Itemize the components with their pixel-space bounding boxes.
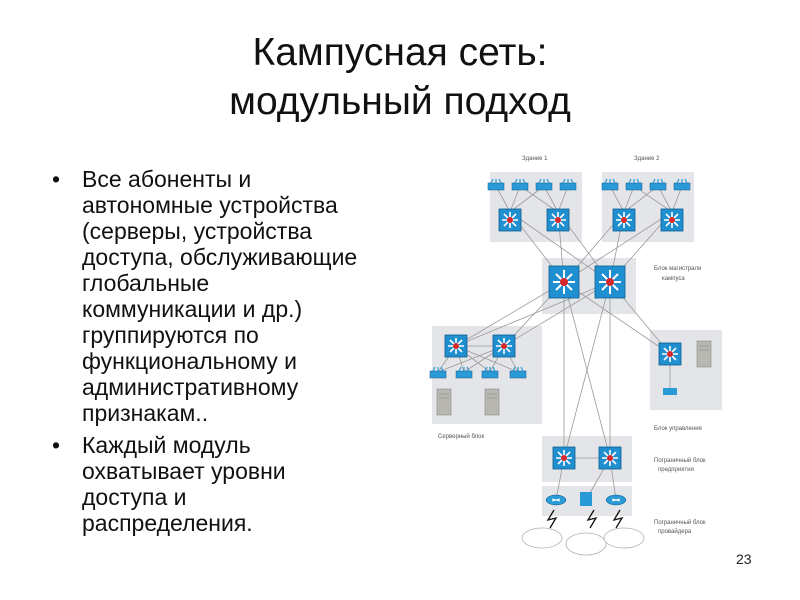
router-icon (545, 494, 567, 506)
label-provider-edge-1: Пограничный блок (654, 519, 706, 526)
management-device-icon (663, 388, 677, 395)
building-2-module (602, 172, 694, 242)
server-block-switch-icon (444, 334, 468, 358)
server-block-switch-icon (492, 334, 516, 358)
campus-network-diagram: Здание 1 Здание 2 Блок магистрали кампус… (429, 156, 722, 556)
title-line-1: Кампусная сеть: (252, 31, 548, 74)
core-switch-icon (594, 265, 626, 299)
bullet-dot-icon: • (52, 166, 61, 192)
edge-switch-icon (598, 446, 622, 470)
slide-title: Кампусная сеть: модульный подход (0, 28, 800, 126)
core-switch-icon (548, 265, 580, 299)
firewall-icon (580, 492, 592, 506)
building-1-switch-icon (498, 208, 522, 232)
label-core-block-2: кампуса (662, 276, 685, 282)
cloud-icons (521, 527, 645, 556)
label-building-1: Здание 1 (522, 156, 548, 162)
router-icon (605, 494, 627, 506)
server-icon (484, 388, 500, 416)
label-server-block: Серверный блок (438, 433, 485, 440)
page-number: 23 (736, 551, 752, 567)
bullet-text: Каждый модуль охватывает уровни доступа … (82, 432, 286, 536)
management-server-icon (696, 340, 712, 368)
server-icon (436, 388, 452, 416)
title-line-2: модульный подход (229, 80, 571, 123)
bullet-item: • Каждый модуль охватывает уровни доступ… (52, 432, 422, 536)
building-2-switch-icon (660, 208, 684, 232)
bullet-text: Все абоненты и автономные устройства (се… (82, 166, 358, 426)
label-core-block-1: Блок магистрали (654, 266, 701, 272)
label-management-block: Блок управления (654, 426, 702, 432)
building-2-switch-icon (612, 208, 636, 232)
building-1-switch-icon (546, 208, 570, 232)
label-provider-edge-2: провайдера (658, 528, 692, 535)
management-switch-icon (658, 342, 682, 366)
label-building-2: Здание 2 (634, 156, 660, 162)
bullet-dot-icon: • (52, 432, 61, 458)
edge-switch-icon (552, 446, 576, 470)
bullet-list: • Все абоненты и автономные устройства (… (52, 166, 422, 542)
bullet-item: • Все абоненты и автономные устройства (… (52, 166, 422, 426)
wan-link-icons (546, 509, 624, 529)
label-enterprise-edge-1: Пограничный блок (654, 457, 706, 464)
label-enterprise-edge-2: предприятия (658, 467, 694, 473)
